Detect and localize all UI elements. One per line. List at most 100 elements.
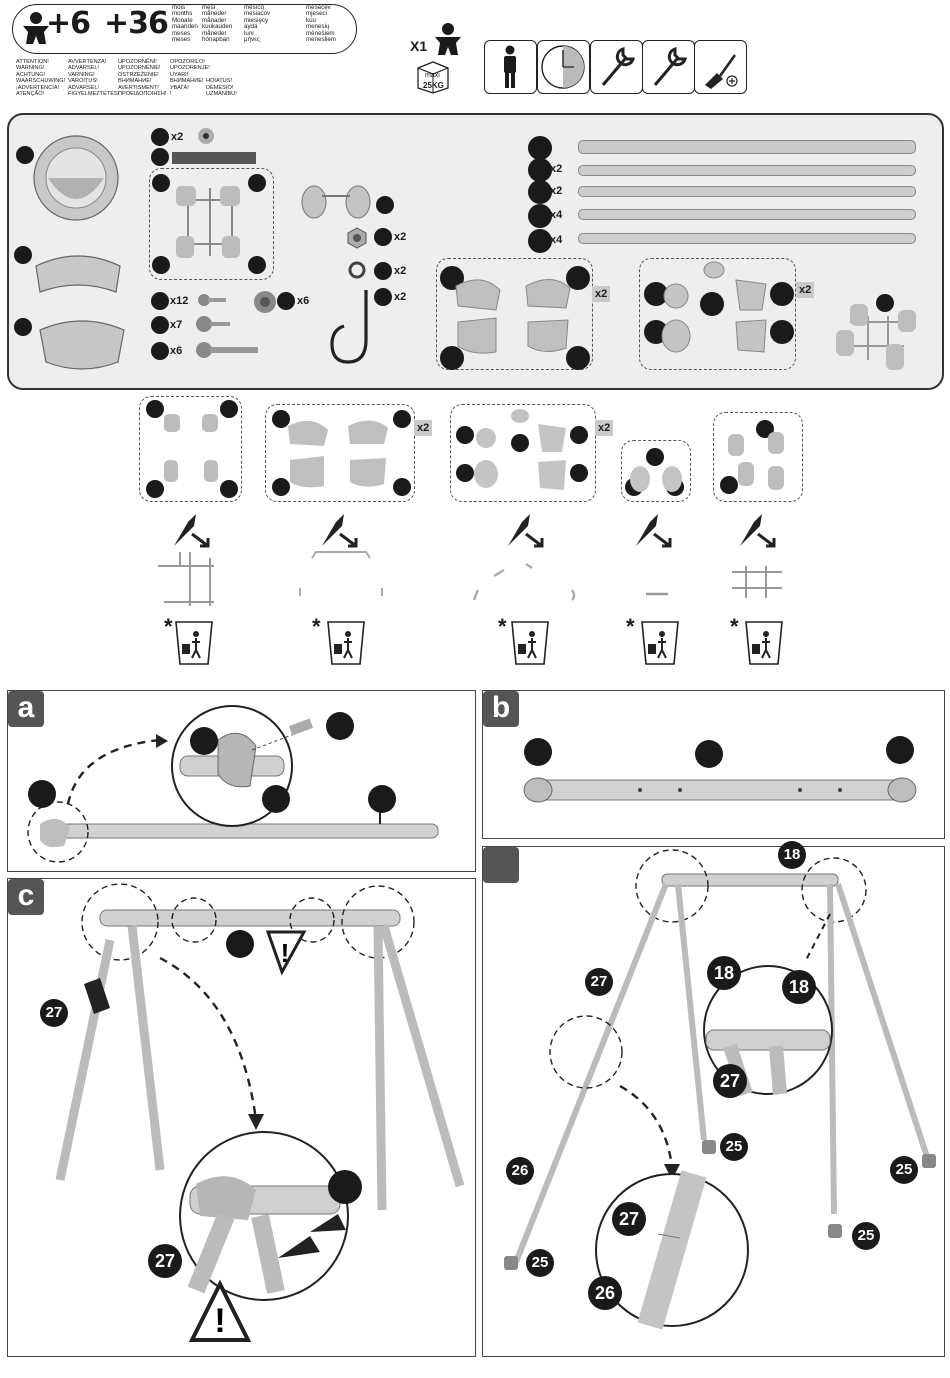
step-c-marker	[328, 1170, 362, 1204]
step-a-marker	[368, 785, 396, 813]
label-27: 27	[612, 1202, 646, 1236]
part-marker	[528, 180, 552, 204]
nut-qty: x2	[394, 231, 407, 243]
warning-col3: UPOZORNĚNÍ! UPOZORNENIE! OSTRZEŻENIE! ВН…	[118, 59, 167, 98]
breakout-clamps	[630, 466, 682, 492]
label-27: 27	[40, 999, 68, 1027]
step-a-marker	[190, 727, 218, 755]
step-d-illustration	[504, 849, 936, 1330]
connector-sprue	[176, 186, 240, 258]
child-icon	[435, 23, 461, 55]
part-marker	[393, 478, 411, 496]
months-col3: měsíců mesiacov miesięcy aydа luni μήνες	[244, 4, 271, 44]
label-26: 26	[588, 1276, 622, 1310]
max-weight-value: 25KG	[423, 81, 444, 90]
joint-parts	[661, 261, 767, 353]
part-marker	[16, 146, 34, 164]
label-27: 27	[585, 968, 613, 996]
months-col2: mesi måneder månader kuukauden måneder h…	[202, 4, 233, 44]
joint-set-qty: x2	[796, 282, 815, 298]
screw-qty: x2	[171, 131, 184, 143]
tube-leg-qty: x4	[550, 209, 563, 221]
part-marker	[220, 480, 238, 498]
trash-bin-icon	[175, 621, 213, 665]
part-marker	[528, 158, 552, 182]
bin-asterisk: *	[498, 614, 507, 639]
part-marker	[393, 410, 411, 428]
step-d-label	[483, 847, 519, 883]
feet-sprue	[836, 304, 916, 370]
tube-mid-qty: x2	[550, 185, 563, 197]
cap-nut-icon	[254, 291, 276, 313]
part-marker	[146, 480, 164, 498]
step-b-label: b	[483, 691, 519, 727]
part-marker	[152, 174, 170, 192]
seat-part	[33, 135, 119, 221]
step-b-marker	[524, 738, 552, 766]
part-marker	[374, 228, 392, 246]
svg-text:!: !	[281, 938, 290, 968]
label-27: 27	[713, 1064, 747, 1098]
part-marker	[770, 320, 794, 344]
step-c-marker	[226, 930, 254, 958]
part-marker	[770, 282, 794, 306]
step-b-marker	[695, 740, 723, 768]
breakout-halves	[288, 420, 388, 488]
months-col1: mois months Monate maanden meses meses	[172, 4, 198, 44]
part-marker	[151, 292, 169, 310]
hook-qty: x2	[394, 291, 407, 303]
tube-leg2-qty: x4	[550, 234, 563, 246]
part-marker	[272, 478, 290, 496]
part-marker	[511, 434, 529, 452]
bin-asterisk: *	[312, 614, 321, 639]
connector-set-qty: x2	[592, 286, 611, 302]
part-marker	[528, 204, 552, 228]
cutter-icon	[174, 514, 210, 548]
part-marker	[152, 256, 170, 274]
step-a-illustration	[27, 705, 439, 863]
step-b-illustration	[523, 777, 917, 803]
breakout-group-1	[139, 396, 242, 502]
part-marker	[456, 426, 474, 444]
label-18: 18	[782, 970, 816, 1004]
part-marker	[151, 148, 169, 166]
tool-time-box	[537, 40, 590, 94]
child-icon	[23, 12, 49, 44]
cutter-icon	[508, 514, 544, 548]
part-marker	[248, 256, 266, 274]
weight-icon	[417, 61, 449, 94]
tube-mid	[578, 186, 916, 197]
cap6-qty: x6	[297, 295, 310, 307]
wrench-icon	[601, 46, 636, 86]
part-marker	[570, 464, 588, 482]
screw-icon	[196, 316, 230, 332]
part-marker	[566, 346, 590, 370]
washer-qty: x2	[394, 265, 407, 277]
bin-asterisk: *	[164, 614, 173, 639]
trash-bin-icon	[511, 621, 549, 665]
step-b-marker	[886, 736, 914, 764]
label-26: 26	[506, 1157, 534, 1185]
breakout-set3-qty: x2	[595, 420, 614, 436]
sprue-waste	[472, 563, 576, 601]
breakout-set2-qty: x2	[414, 420, 433, 436]
nut-icon	[347, 227, 367, 249]
breakout-group-3	[450, 404, 596, 502]
part-marker	[14, 318, 32, 336]
trash-bin-icon	[745, 621, 783, 665]
part-marker	[700, 292, 724, 316]
step-c-label: c	[8, 879, 44, 915]
tube-short-qty: x2	[550, 163, 563, 175]
part-marker	[876, 294, 894, 312]
screw12-qty: x12	[170, 295, 189, 307]
screwdriver-icon	[705, 54, 738, 89]
label-25: 25	[852, 1222, 880, 1250]
step-a-marker	[262, 785, 290, 813]
tool-screwdriver-box	[694, 40, 747, 94]
breakout-feet	[728, 432, 784, 490]
part-marker	[376, 196, 394, 214]
bolt-icon	[196, 342, 258, 358]
washer-icon	[348, 261, 366, 279]
bin-asterisk: *	[626, 614, 635, 639]
breakout-group-4	[621, 440, 691, 502]
